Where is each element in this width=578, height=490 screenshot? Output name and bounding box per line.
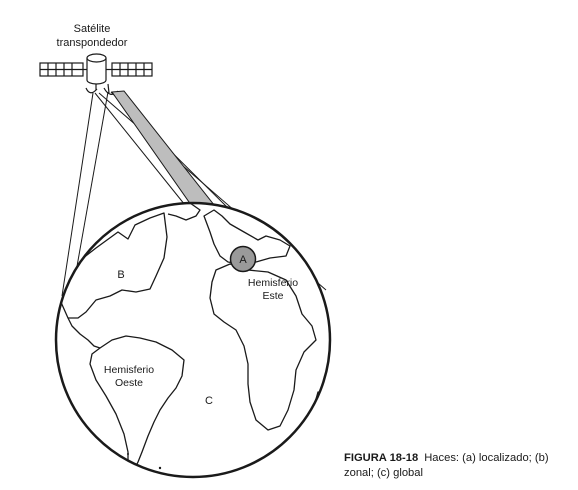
west-hemisphere-label-line2: Oeste bbox=[115, 377, 143, 389]
globe bbox=[54, 201, 332, 479]
north-america-outline bbox=[59, 212, 168, 319]
south-america-outline bbox=[89, 335, 185, 471]
west-hemisphere-label-line1: Hemisferio bbox=[104, 364, 154, 376]
satellite-label-line2: transpondedor bbox=[57, 37, 128, 49]
europe-outline bbox=[203, 209, 291, 265]
central-america-outline bbox=[67, 317, 101, 349]
east-hemisphere-label-line1: Hemisferio bbox=[248, 277, 298, 289]
spot-beam-label: A bbox=[239, 254, 247, 266]
satellite-icon bbox=[39, 53, 153, 95]
satellite-label-line1: Satélite bbox=[74, 23, 111, 35]
figure-caption-text: Haces: (a) localizado; (b) zonal; (c) gl… bbox=[344, 452, 549, 479]
africa-outline bbox=[209, 263, 317, 431]
figure-number: FIGURA 18-18 bbox=[344, 452, 419, 464]
east-hemisphere-label-line2: Este bbox=[262, 290, 283, 302]
zonal-beam-label: B bbox=[117, 269, 124, 281]
global-beam-label: C bbox=[205, 395, 213, 407]
spot-beam-footprint bbox=[229, 245, 257, 273]
